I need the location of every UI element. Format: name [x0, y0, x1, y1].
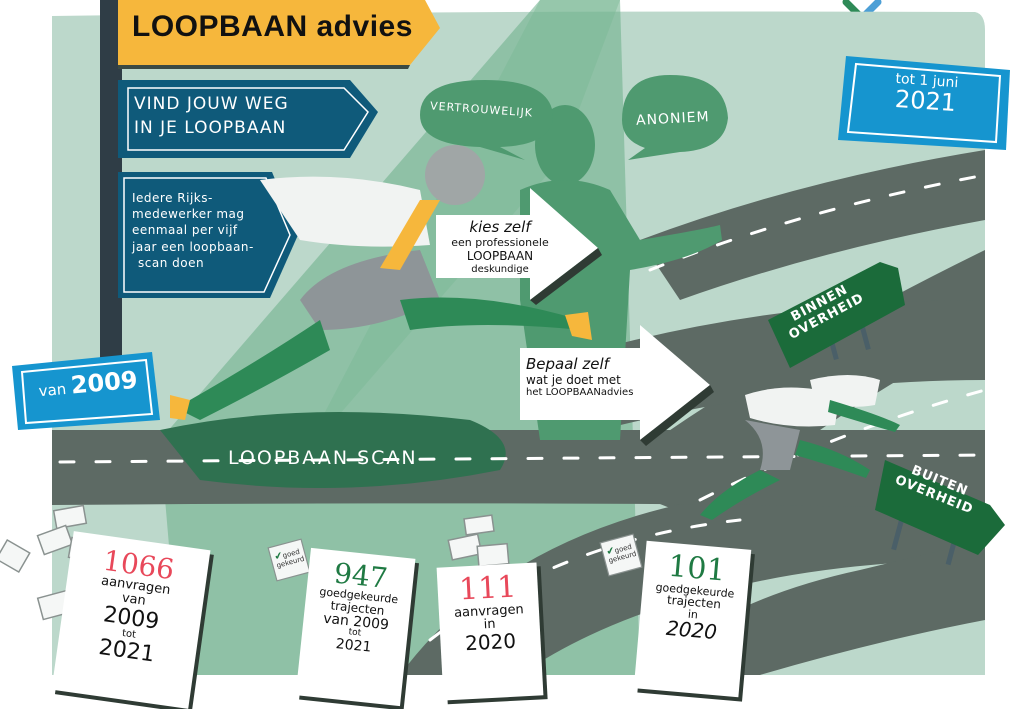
running-woman-main [170, 145, 592, 420]
info-line-1: Iedere Rijks- [132, 191, 213, 205]
running-women-small [700, 375, 900, 520]
arrow-decide-line-2: wat je doet met [526, 373, 621, 387]
road-label: LOOPBAAN SCAN [228, 447, 418, 469]
subtitle-sign: VIND JOUW WEG IN JE LOOPBAAN [134, 94, 289, 138]
arrow-decide: Bepaal zelf wat je doet met het LOOPBAAN… [526, 355, 666, 399]
info-sign: Iedere Rijks- medewerker mag eenmaal per… [132, 190, 254, 271]
subtitle-line-1: VIND JOUW WEG [134, 94, 289, 114]
arrow-decide-line-1: Bepaal zelf [526, 355, 609, 373]
stat-line: 2020 [464, 628, 517, 656]
arrow-choose: kies zelf een professionele LOOPBAAN des… [440, 218, 560, 276]
arrow-choose-line-4: deskundige [471, 263, 529, 275]
arrow-choose-line-2: een professionele [451, 236, 549, 249]
info-line-5: scan doen [138, 255, 205, 270]
arrow-choose-line-3: LOOPBAAN [466, 249, 534, 264]
info-line-3: eenmaal per vijf [132, 223, 238, 238]
info-line-2: medewerker mag [132, 207, 245, 222]
title-sign: LOOPBAAN advies [132, 10, 413, 43]
subtitle-line-2: IN JE LOOPBAAN [134, 117, 287, 138]
arrow-decide-line-3: het LOOPBAANadvies [526, 387, 634, 399]
info-line-4: jaar een loopbaan- [132, 239, 254, 254]
stat-card-1066: 1066 aanvragen van 2009 tot 2021 [51, 531, 211, 709]
stat-card-947: 947 goedgekeurde trajecten van 2009 tot … [295, 547, 416, 707]
arrow-choose-line-1: kies zelf [469, 218, 531, 236]
stat-card-101: 101 goedgekeurde trajecten in 2020 [633, 540, 752, 698]
illustration-background [0, 0, 1010, 675]
date-start-prefix: van [37, 379, 67, 401]
stat-card-111: 111 aanvragen in 2020 [436, 562, 544, 701]
approval-stamp-icon [267, 533, 643, 582]
date-start-year: 2009 [69, 365, 139, 400]
